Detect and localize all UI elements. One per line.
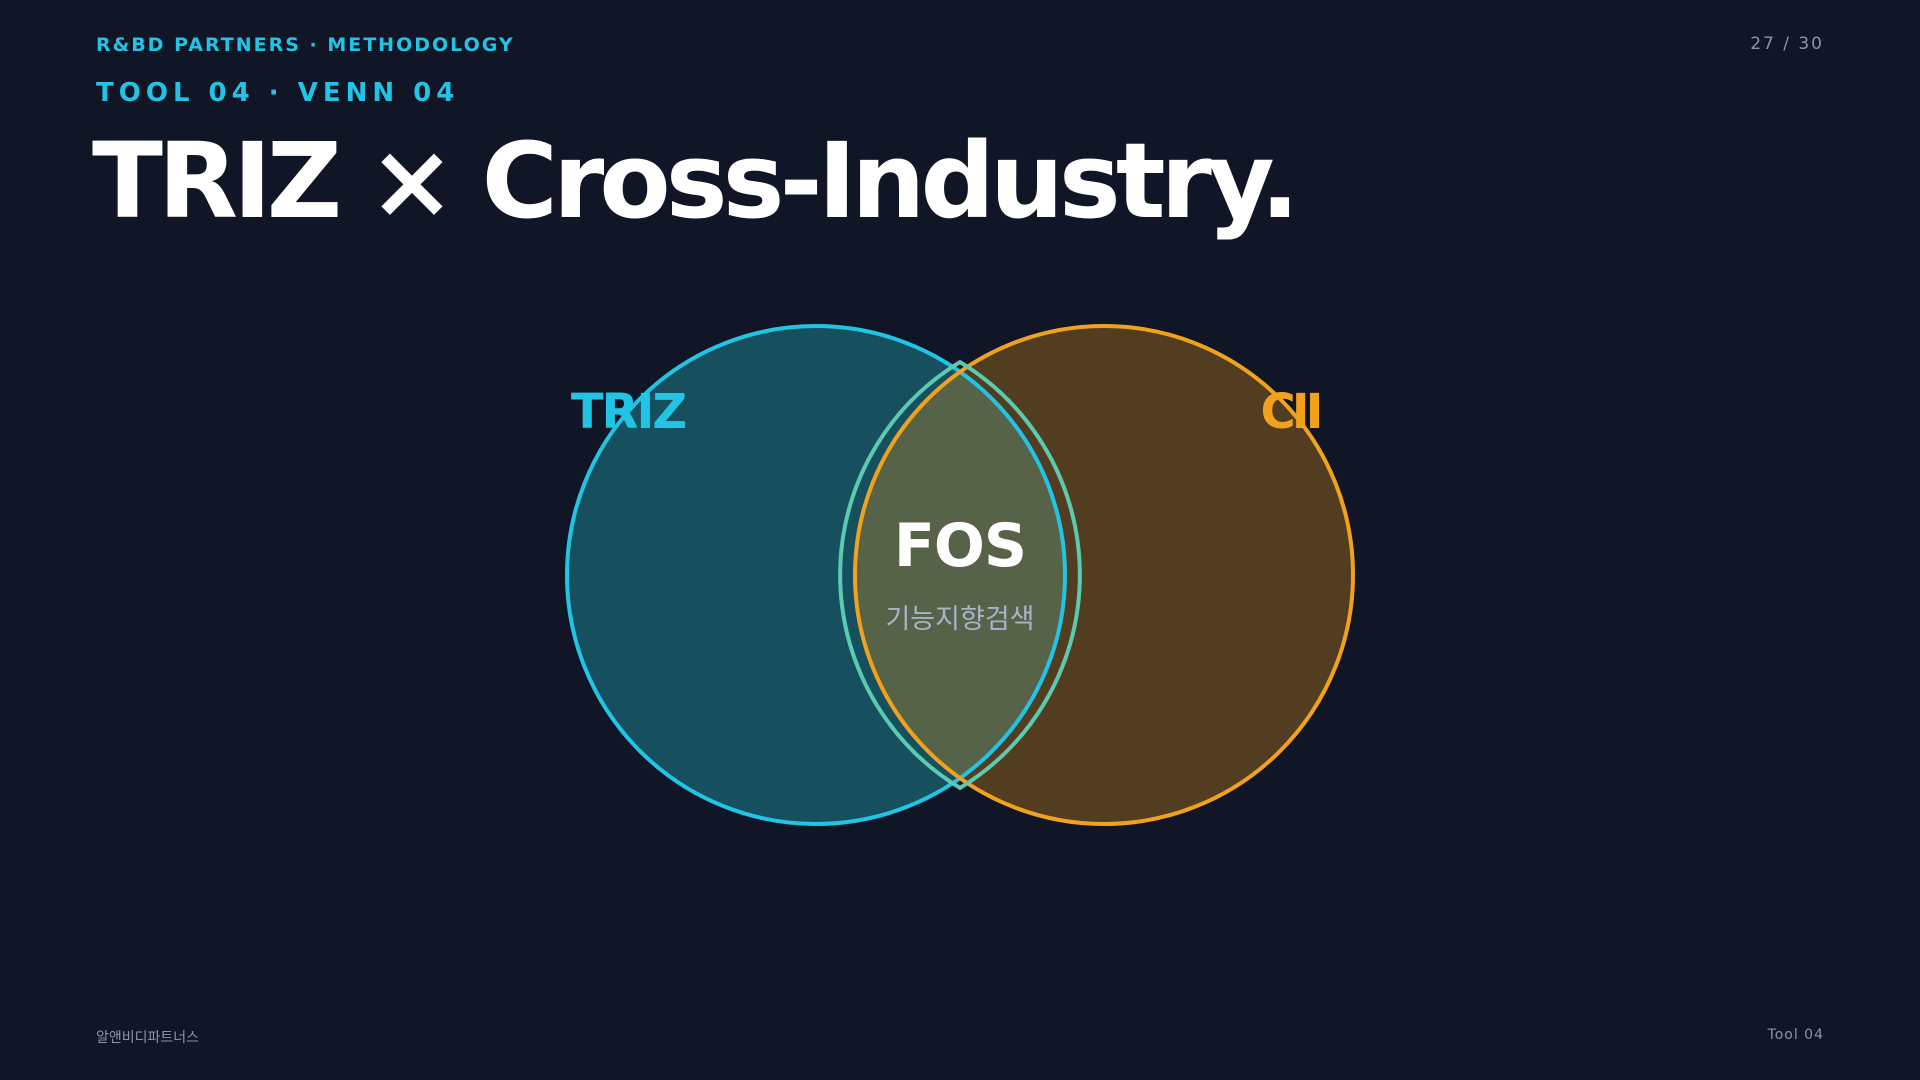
footer-company: 알앤비디파트너스 bbox=[96, 1030, 200, 1046]
venn-label-triz: TRIZ bbox=[571, 384, 686, 440]
venn-label-fos: FOS bbox=[894, 511, 1026, 581]
brand-label: R&BD PARTNERS · METHODOLOGY bbox=[96, 34, 515, 56]
venn-intersection bbox=[855, 326, 1065, 824]
venn-sublabel-fos: 기능지향검색 bbox=[885, 604, 1034, 635]
venn-outline-triz bbox=[565, 324, 1067, 826]
page-number: 27 / 30 bbox=[1750, 34, 1824, 54]
footer-tool: Tool 04 bbox=[1767, 1027, 1824, 1043]
page-title: TRIZ × Cross-Industry. bbox=[92, 120, 1300, 242]
venn-label-cii: CII bbox=[1261, 384, 1320, 440]
tool-label: TOOL 04 · VENN 04 bbox=[96, 78, 460, 108]
venn-intersection-outline bbox=[838, 359, 1082, 791]
venn-outline-cii bbox=[853, 324, 1355, 826]
